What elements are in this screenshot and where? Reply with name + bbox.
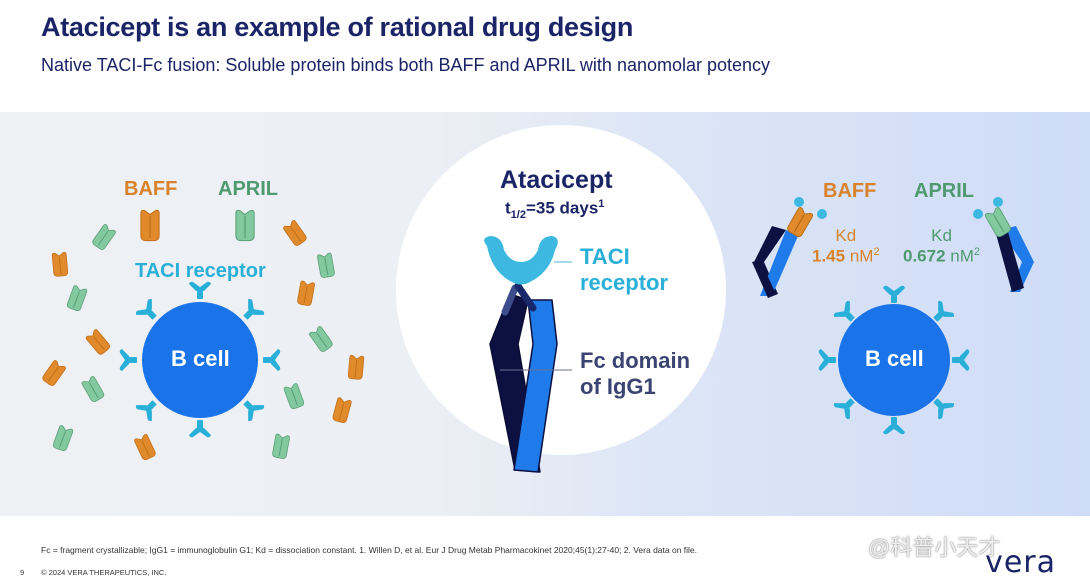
right-bcell-icon xyxy=(838,304,950,416)
april-kd-unit: nM xyxy=(945,246,974,266)
left-taci-receptor-label: TACI receptor xyxy=(135,260,266,282)
copyright: © 2024 VERA THERAPEUTICS, INC. xyxy=(41,568,167,577)
april-ligand-icon xyxy=(271,433,291,460)
april-ligand-icon xyxy=(316,252,336,279)
slide-subtitle: Native TACI-Fc fusion: Soluble protein b… xyxy=(41,55,771,75)
baff-ligand-icon xyxy=(282,219,309,248)
vera-logo: vera xyxy=(985,545,1056,580)
baff-kd: Kd 1.45 nM2 xyxy=(812,226,880,267)
right-bcell-label: B cell xyxy=(865,346,924,371)
left-bcell-group xyxy=(119,281,281,438)
right-bcell-group xyxy=(818,285,970,435)
taci-receptor-icon xyxy=(883,285,905,303)
april-ligand-icon xyxy=(90,223,117,252)
taci-label-line2: receptor xyxy=(580,270,669,295)
taci-receptor-icon xyxy=(189,281,211,299)
fc-label-line1: Fc domain xyxy=(580,348,691,373)
left-april-label: APRIL xyxy=(218,178,278,200)
april-kd: Kd 0.672 nM2 xyxy=(903,226,980,267)
taci-receptor-icon xyxy=(952,349,970,371)
taci-receptor-icon xyxy=(119,349,137,371)
left-bcell-label: B cell xyxy=(171,346,230,371)
atacicept-molecule-icon xyxy=(484,236,572,473)
right-baff-label: BAFF xyxy=(823,180,877,202)
baff-kd-label: Kd xyxy=(835,226,857,245)
april-kd-value: 0.672 xyxy=(903,246,946,266)
fc-label-line2: of IgG1 xyxy=(580,374,656,399)
slide-title: Atacicept is an example of rational drug… xyxy=(41,12,634,42)
baff-kd-unit: nM xyxy=(845,246,874,266)
baff-ligand-icon xyxy=(331,396,353,424)
april-kd-label: Kd xyxy=(931,226,952,245)
baff-ligand-icon xyxy=(84,328,112,357)
left-bcell-icon xyxy=(142,302,258,418)
baff-ligand-icon xyxy=(296,280,316,307)
april-ligand-icon xyxy=(51,424,74,453)
baff-kd-ref: 2 xyxy=(873,246,880,258)
left-baff-label: BAFF xyxy=(124,178,178,200)
baff-ligand-icon xyxy=(347,354,365,381)
right-atacicept-baff-icon xyxy=(752,197,827,298)
half-life-prefix: t xyxy=(505,198,511,218)
april-kd-ref: 2 xyxy=(973,246,981,258)
half-life-label: t1/2=35 days1 xyxy=(505,198,604,221)
april-ligand-icon xyxy=(80,375,106,404)
baff-kd-value: 1.45 xyxy=(812,246,846,266)
right-april-label: APRIL xyxy=(914,180,974,202)
drug-name: Atacicept xyxy=(500,166,613,194)
april-ligand-icon xyxy=(235,209,255,242)
taci-label-line1: TACI xyxy=(580,244,630,269)
atacicept-circle xyxy=(396,125,726,455)
half-life-sub: 1/2 xyxy=(510,209,526,222)
april-ligand-icon xyxy=(283,382,306,411)
baff-ligand-icon xyxy=(40,359,67,388)
taci-receptor-icon xyxy=(818,349,836,371)
taci-receptor-icon xyxy=(189,420,211,438)
footnote: Fc = fragment crystallizable; IgG1 = imm… xyxy=(41,545,698,555)
taci-receptor-icon xyxy=(263,349,281,371)
baff-ligand-icon xyxy=(51,251,69,278)
right-atacicept-april-icon xyxy=(973,197,1034,292)
baff-ligand-icon xyxy=(133,433,157,462)
baff-ligand-icon xyxy=(140,209,160,242)
taci-receptor-icon xyxy=(883,417,905,435)
april-ligand-icon xyxy=(65,284,88,313)
half-life-ref: 1 xyxy=(598,198,605,210)
april-ligand-icon xyxy=(308,325,335,354)
page-number: 9 xyxy=(20,568,25,577)
half-life-value: =35 days xyxy=(525,198,599,218)
watermark: @科普小天才 xyxy=(868,535,1001,560)
